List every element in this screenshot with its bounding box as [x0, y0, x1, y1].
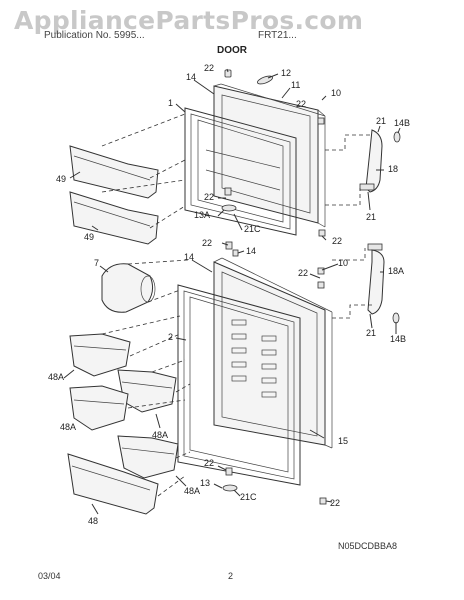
callout-10: 10 — [338, 258, 348, 268]
callout-12: 12 — [281, 68, 291, 78]
callout-48A: 48A — [152, 430, 168, 440]
fresh-food-handle — [367, 243, 400, 324]
callout-14: 14 — [184, 252, 194, 262]
freezer-door-gasket — [184, 107, 297, 236]
callout-10: 10 — [331, 88, 341, 98]
callout-13A: 13A — [194, 210, 210, 220]
exploded-door-diagram: 22 12 14 11 10 22 1 21 14B 18 49 22 13A … — [48, 63, 410, 526]
callout-22: 22 — [332, 236, 342, 246]
publication-number: Publication No. 5995... — [44, 30, 145, 41]
fresh-food-door-gasket — [177, 284, 301, 486]
callout-22: 22 — [204, 192, 214, 202]
freezer-door-shelf-lower — [69, 191, 159, 245]
page-header: AppliancePartsPros.com Publication No. 5… — [0, 0, 464, 56]
fresh-food-door-panel — [213, 257, 333, 449]
callout-49: 49 — [84, 232, 94, 242]
callout-48A: 48A — [184, 486, 200, 496]
callout-22: 22 — [298, 268, 308, 278]
site-watermark: AppliancePartsPros.com — [14, 6, 364, 35]
callout-48A: 48A — [60, 422, 76, 432]
dairy-compartment-cover — [101, 263, 156, 313]
callout-21: 21 — [376, 116, 386, 126]
callout-22: 22 — [202, 238, 212, 248]
callout-14B: 14B — [390, 334, 406, 344]
callout-11: 11 — [291, 80, 300, 90]
callout-13: 13 — [200, 478, 210, 488]
fresh-food-hinge-parts — [222, 241, 327, 505]
callout-18A: 18A — [388, 266, 404, 276]
freezer-door-shelf-upper — [69, 145, 159, 199]
callout-21C: 21C — [240, 492, 257, 502]
callout-22: 22 — [296, 99, 306, 109]
callout-7: 7 — [94, 258, 99, 268]
callout-22: 22 — [204, 458, 214, 468]
door-bin-mid-left — [69, 385, 129, 431]
callout-22: 22 — [204, 63, 214, 73]
callout-15: 15 — [338, 436, 348, 446]
callout-21: 21 — [366, 328, 376, 338]
callout-21C: 21C — [244, 224, 261, 234]
door-liner-ribs — [231, 319, 277, 398]
callout-14B: 14B — [394, 118, 410, 128]
diagram-code: N05DCDBBA8 — [338, 541, 398, 551]
section-title: DOOR — [217, 45, 247, 56]
footer-date: 03/04 — [38, 571, 61, 581]
door-bin-bottom-shelf — [67, 453, 159, 515]
leader-lines — [63, 68, 401, 515]
freezer-handle — [359, 129, 401, 193]
callout-48: 48 — [88, 516, 98, 526]
callout-1: 1 — [168, 98, 173, 108]
door-bin-lower-right — [117, 435, 179, 479]
callout-48A: 48A — [48, 372, 64, 382]
callout-21: 21 — [366, 212, 376, 222]
callout-49: 49 — [56, 174, 66, 184]
model-number: FRT21... — [258, 30, 297, 41]
freezer-door-panel — [213, 83, 326, 228]
callout-14: 14 — [186, 72, 196, 82]
page-number: 2 — [228, 571, 234, 581]
callout-14: 14 — [246, 246, 256, 256]
callout-18: 18 — [388, 164, 398, 174]
callout-2: 2 — [168, 332, 173, 342]
callout-22: 22 — [330, 498, 340, 508]
